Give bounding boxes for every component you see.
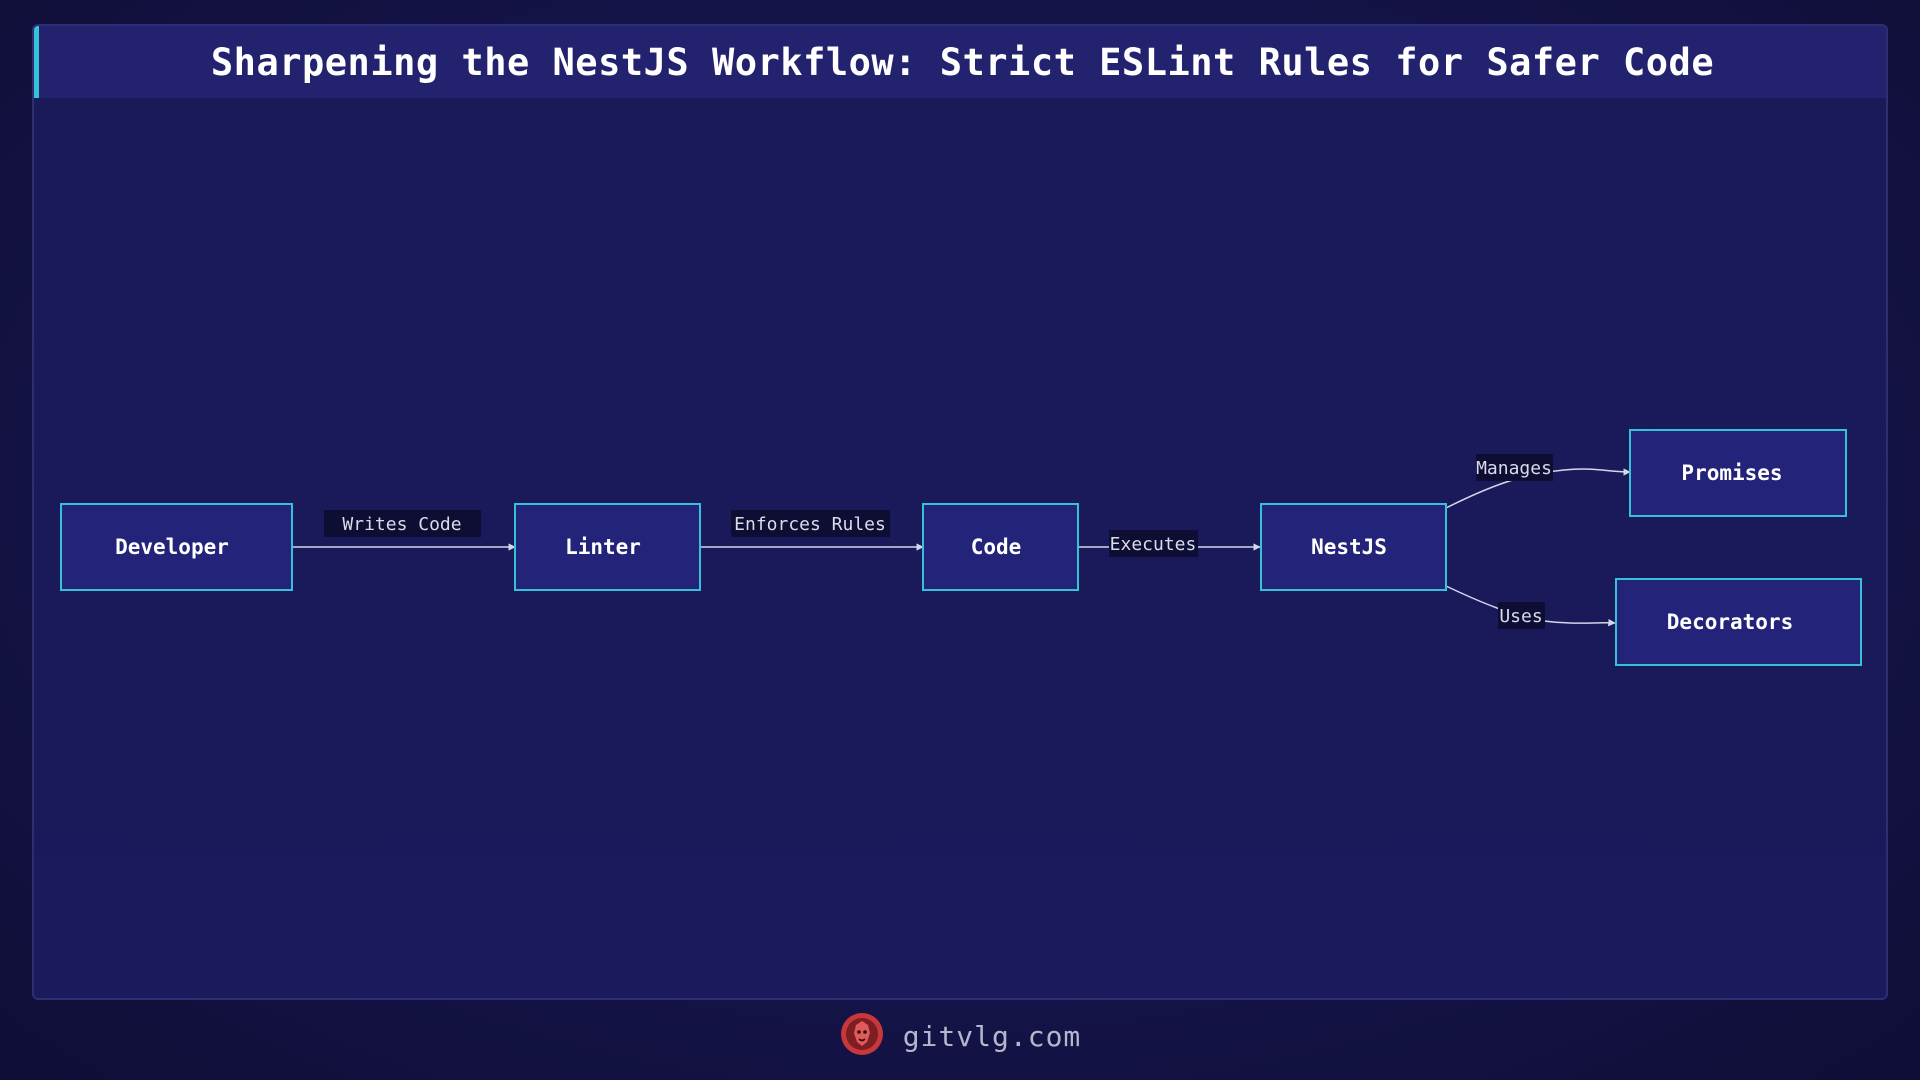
flow-diagram: Writes Code Enforces Rules Executes Mana…: [60, 429, 1862, 666]
svg-text:Linter: Linter: [565, 535, 641, 559]
edge-label-uses: Uses: [1498, 602, 1545, 629]
edge-label-manages: Manages: [1476, 454, 1553, 481]
svg-text:NestJS: NestJS: [1311, 535, 1387, 559]
footer-site-link[interactable]: gitvlg.com: [902, 1019, 1082, 1053]
svg-text:Executes: Executes: [1110, 534, 1197, 555]
svg-text:Manages: Manages: [1476, 458, 1552, 479]
svg-text:Writes Code: Writes Code: [342, 514, 461, 535]
svg-text:Promises: Promises: [1681, 461, 1782, 485]
svg-text:Enforces Rules: Enforces Rules: [734, 514, 886, 535]
node-promises: Promises: [1629, 429, 1847, 517]
node-linter: Linter: [514, 503, 701, 591]
node-developer: Developer: [60, 503, 293, 591]
svg-text:Developer: Developer: [115, 535, 229, 559]
diagram-frame: Sharpening the NestJS Workflow: Strict E…: [32, 24, 1888, 1000]
lion-head-icon: [839, 1011, 885, 1061]
page-title: Sharpening the NestJS Workflow: Strict E…: [210, 40, 1715, 84]
node-code: Code: [922, 503, 1079, 591]
edge-label-enforces-rules: Enforces Rules: [731, 510, 890, 537]
svg-text:Uses: Uses: [1499, 606, 1542, 627]
footer: gitvlg.com: [0, 1008, 1920, 1064]
svg-text:Decorators: Decorators: [1667, 610, 1793, 634]
edge-label-executes: Executes: [1109, 530, 1198, 557]
node-decorators: Decorators: [1615, 578, 1862, 666]
node-nestjs: NestJS: [1260, 503, 1447, 591]
edge-label-writes-code: Writes Code: [324, 510, 481, 537]
edge-manages: [1445, 468, 1631, 509]
svg-text:Code: Code: [971, 535, 1022, 559]
title-bar: Sharpening the NestJS Workflow: Strict E…: [34, 26, 1886, 98]
